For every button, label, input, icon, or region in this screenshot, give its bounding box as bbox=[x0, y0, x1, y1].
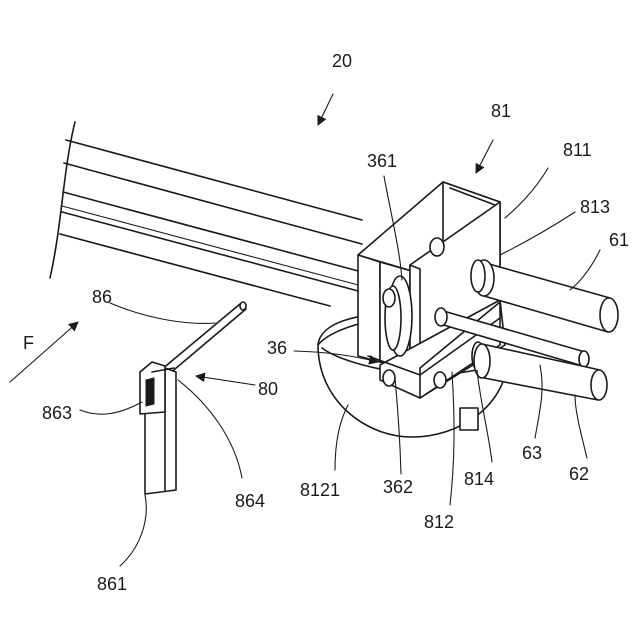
leader-86 bbox=[110, 303, 215, 323]
label-813: 813 bbox=[580, 197, 610, 217]
leader-864 bbox=[178, 380, 242, 478]
leader-62 bbox=[575, 395, 587, 458]
cup-support-block bbox=[460, 408, 478, 430]
arrow-81 bbox=[476, 140, 493, 173]
leader-863 bbox=[80, 402, 142, 414]
label-864: 864 bbox=[235, 491, 265, 511]
label-62: 62 bbox=[569, 464, 589, 484]
label-36: 36 bbox=[267, 338, 287, 358]
label-361: 361 bbox=[367, 151, 397, 171]
leader-813 bbox=[500, 212, 575, 255]
leader-811 bbox=[505, 168, 548, 218]
label-863: 863 bbox=[42, 403, 72, 423]
label-20: 20 bbox=[332, 51, 352, 71]
sensor-unit bbox=[140, 302, 246, 494]
arrow-80 bbox=[196, 376, 255, 385]
leader-8121 bbox=[335, 405, 348, 470]
label-81: 81 bbox=[491, 101, 511, 121]
label-861: 861 bbox=[97, 574, 127, 594]
label-86: 86 bbox=[92, 287, 112, 307]
label-814: 814 bbox=[464, 469, 494, 489]
leader-61 bbox=[570, 250, 600, 290]
arrow-F bbox=[10, 322, 78, 382]
rail-beam bbox=[50, 122, 362, 306]
arrow-20 bbox=[318, 94, 333, 125]
label-812: 812 bbox=[424, 512, 454, 532]
rail-break-line bbox=[50, 122, 75, 278]
label-80: 80 bbox=[258, 379, 278, 399]
label-F: F bbox=[23, 333, 34, 353]
label-63: 63 bbox=[522, 443, 542, 463]
label-811: 811 bbox=[563, 140, 592, 160]
label-8121: 8121 bbox=[300, 480, 340, 500]
label-61: 61 bbox=[609, 230, 629, 250]
leader-861 bbox=[120, 495, 146, 566]
label-362: 362 bbox=[383, 477, 413, 497]
left-plate bbox=[358, 255, 380, 362]
